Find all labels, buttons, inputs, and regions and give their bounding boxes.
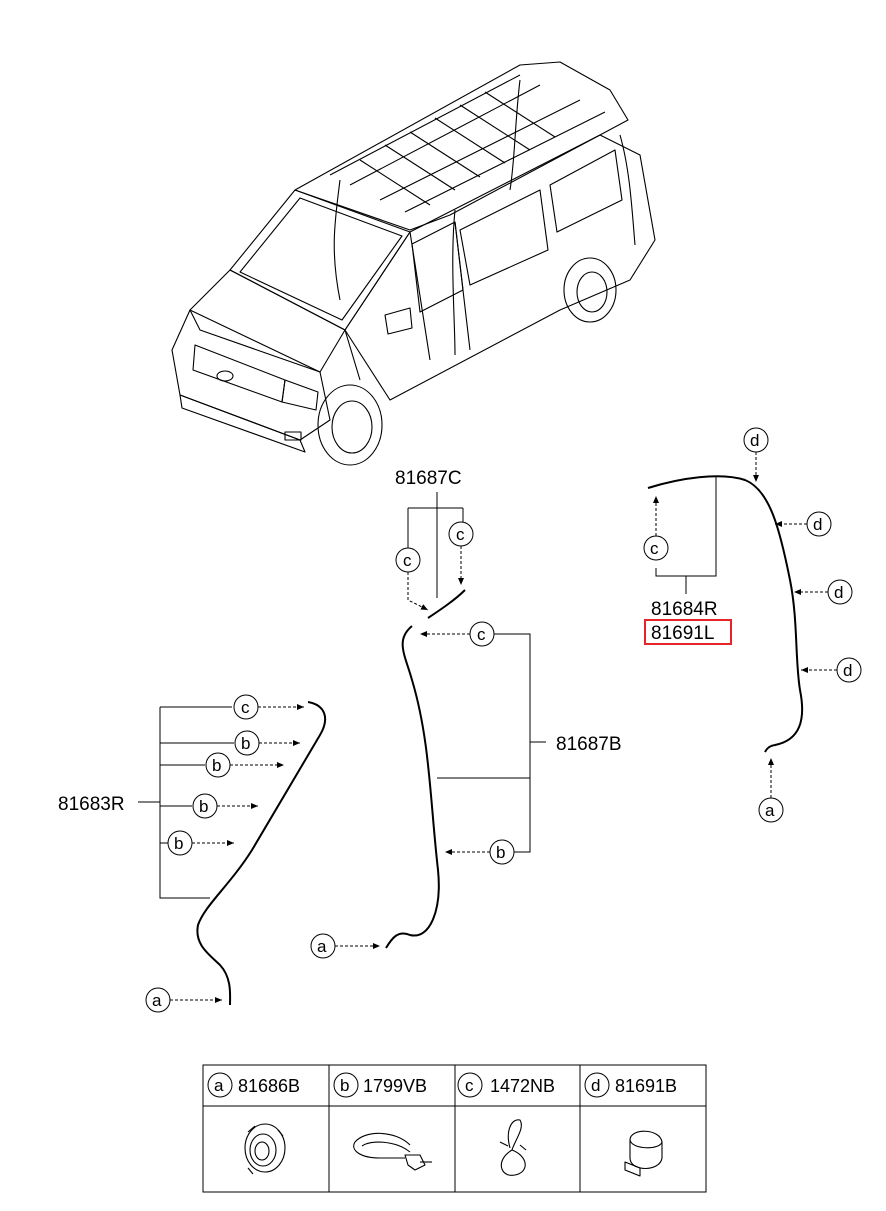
callout-c: c: [650, 539, 659, 558]
hose-81687b: [385, 625, 440, 949]
hose-clamp-icon: [499, 1119, 527, 1176]
callout-c: c: [456, 525, 465, 544]
callout-a: a: [152, 991, 162, 1010]
hose-81687c: [427, 589, 466, 619]
hose-81683r: [196, 701, 327, 1006]
callout-c: c: [403, 551, 412, 570]
group-81684r: c 81684R 81691L d d d d a: [643, 427, 862, 823]
clip-icon: [353, 1132, 432, 1171]
callout-d: d: [750, 431, 759, 450]
grommet-icon: [244, 1123, 286, 1175]
callout-b: b: [174, 834, 183, 853]
label-81683r: 81683R: [58, 794, 125, 815]
group-81687b: c 81687B b a: [310, 621, 622, 959]
band-clip-icon: [624, 1130, 663, 1177]
van-illustration: [171, 61, 656, 466]
highlight-box: [644, 619, 732, 645]
legend-letter-b: b: [340, 1076, 349, 1095]
legend-table: a 81686B b 1799VB c 1472NB d 81691B: [202, 1064, 707, 1193]
callout-d: d: [843, 661, 852, 680]
callout-a: a: [317, 937, 327, 956]
callout-b: b: [496, 843, 505, 862]
group-81687c: 81687C c c: [395, 468, 474, 619]
hose-81684r: [647, 475, 804, 753]
callout-b: b: [212, 756, 221, 775]
legend-code-a: 81686B: [238, 1076, 300, 1096]
legend-letter-c: c: [465, 1076, 474, 1095]
callout-c: c: [477, 625, 486, 644]
label-81687c: 81687C: [395, 468, 462, 489]
callout-d: d: [834, 583, 843, 602]
callout-d: d: [813, 515, 822, 534]
label-81684r: 81684R: [651, 599, 718, 620]
legend-code-b: 1799VB: [363, 1076, 427, 1096]
label-81691l: 81691L: [651, 623, 714, 644]
callout-c: c: [241, 698, 250, 717]
legend-code-c: 1472NB: [490, 1076, 555, 1096]
callout-b: b: [241, 734, 250, 753]
callout-b: b: [199, 797, 208, 816]
callout-a: a: [765, 801, 775, 820]
legend-letter-a: a: [214, 1076, 224, 1095]
label-81687b: 81687B: [556, 734, 622, 755]
legend-code-d: 81691B: [615, 1076, 677, 1096]
legend-letter-d: d: [591, 1076, 600, 1095]
group-81683r: 81683R c b b b b a: [58, 694, 327, 1013]
